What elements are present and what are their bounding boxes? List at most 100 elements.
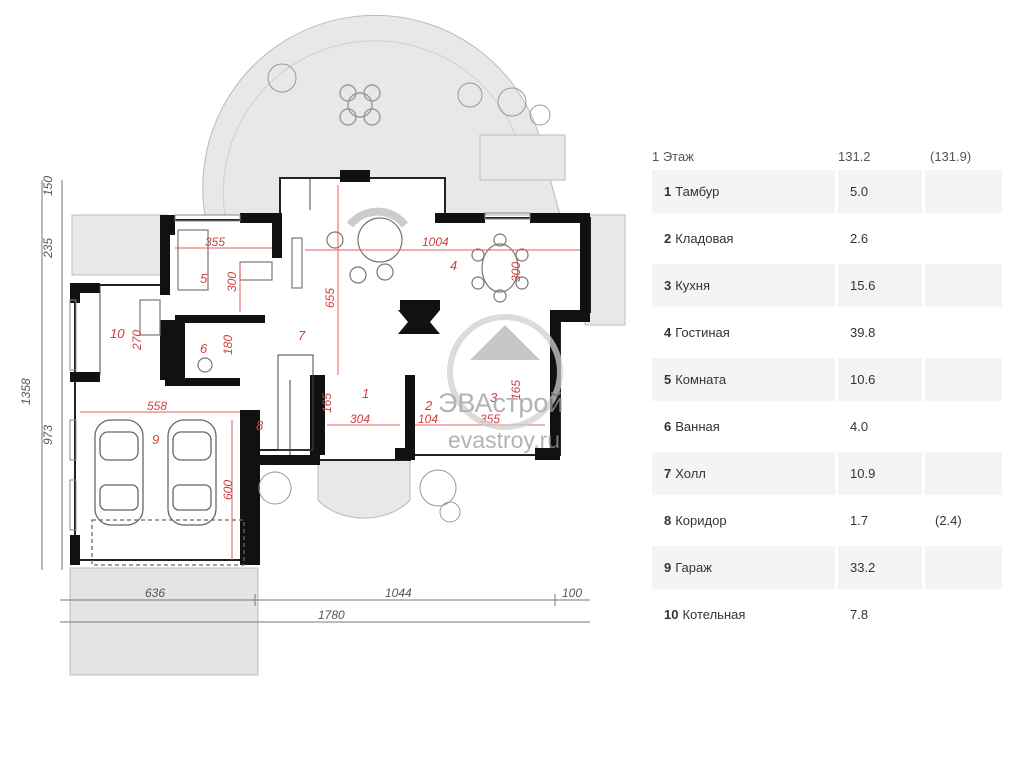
dim-hall-h: 655 (323, 288, 337, 308)
right-terrace (584, 214, 626, 326)
room-name: Котельная (682, 607, 746, 622)
dim-bottom-left: 636 (145, 586, 165, 600)
dim-pantry-w: 104 (418, 412, 438, 426)
terrace-step (479, 134, 566, 181)
dim-left-bottom: 973 (41, 425, 55, 445)
watermark-site: evastroy.ru (448, 427, 560, 453)
room-name: Гараж (675, 560, 712, 575)
dim-kitchen-w: 355 (205, 235, 225, 249)
room-name: Кладовая (675, 231, 734, 246)
floor-plan: 150 235 1358 973 636 1044 100 1780 355 3… (19, 14, 626, 676)
walls (70, 170, 590, 565)
room-area-alt: (2.4) (935, 513, 962, 528)
porch (317, 459, 411, 519)
room-number-1: 1 (362, 386, 369, 401)
room-name: Гостиная (675, 325, 730, 340)
room-num: 1 (664, 184, 672, 199)
room-num: 5 (664, 372, 672, 387)
room-area-alt (925, 170, 1002, 213)
dim-living-w: 1004 (422, 235, 449, 249)
room-number-5: 5 (200, 271, 208, 286)
room-area: 5.0 (838, 170, 922, 213)
room-num: 6 (664, 419, 672, 434)
floor-label: 1 Этаж (652, 149, 694, 164)
garage-cars (91, 419, 245, 566)
room-area-alt (925, 593, 1002, 636)
plants (258, 63, 551, 523)
dim-left-total: 1358 (19, 378, 33, 405)
room-name: Кухня (675, 278, 711, 293)
room-area: 1.7 (850, 513, 869, 528)
room-number-4: 4 (450, 258, 457, 273)
room-area: 10.9 (838, 452, 922, 495)
dim-living-h: 300 (509, 262, 523, 282)
room-area-alt (925, 311, 1002, 354)
fireplace (398, 310, 440, 334)
room-num: 9 (664, 560, 672, 575)
room-name: Ванная (675, 419, 720, 434)
room-number-10: 10 (110, 326, 125, 341)
room-area-alt (925, 358, 1002, 401)
room-area-alt (925, 264, 1002, 307)
left-terrace (71, 214, 168, 276)
total-area-alt: (131.9) (930, 149, 972, 164)
room-area: 15.6 (838, 264, 922, 307)
room-name: Тамбур (675, 184, 720, 199)
room-area-alt (925, 452, 1002, 495)
watermark: ЭВАстрой evastroy.ru (438, 314, 564, 453)
furniture (139, 207, 529, 373)
dim-room3-h: 165 (509, 380, 523, 400)
room-area-alt (925, 217, 1002, 260)
dim-garage-w: 558 (147, 399, 167, 413)
room-number-7: 7 (298, 328, 306, 343)
dim-garage-h: 600 (221, 480, 235, 500)
dim-boiler-h: 270 (130, 330, 144, 351)
room-num: 10 (664, 607, 679, 622)
room-number-8: 8 (256, 418, 264, 433)
dim-bath-h: 180 (221, 335, 235, 355)
dim-bottom-right: 100 (562, 586, 582, 600)
room-area: 7.8 (850, 607, 869, 622)
room-area: 2.6 (850, 231, 869, 246)
dim-left-mid: 235 (41, 238, 55, 259)
room-num: 3 (664, 278, 672, 293)
dimension-lines (41, 180, 590, 623)
room-area: 10.6 (838, 358, 922, 401)
dim-bottom-total: 1780 (318, 608, 345, 622)
room-area-alt (925, 546, 1002, 589)
room-area-alt (925, 405, 1002, 448)
room-name: Коридор (675, 513, 727, 528)
dim-tambur-w: 304 (350, 412, 370, 426)
room-num: 2 (664, 231, 672, 246)
room-name: Комната (675, 372, 727, 387)
dim-left-top: 150 (41, 176, 55, 196)
terrace-ornament (339, 84, 381, 126)
watermark-brand: ЭВАстрой (438, 388, 564, 418)
room-num: 8 (664, 513, 672, 528)
room-number-6: 6 (200, 341, 208, 356)
room-number-3: 3 (490, 390, 498, 405)
room-number-2: 2 (424, 398, 433, 413)
dim-bottom-mid: 1044 (385, 586, 412, 600)
room-num: 4 (664, 325, 672, 340)
room-area: 39.8 (850, 325, 876, 340)
room-num: 7 (664, 466, 672, 481)
room-number-9: 9 (152, 432, 159, 447)
room-name: Холл (675, 466, 706, 481)
dim-kitchen-h: 300 (225, 272, 239, 292)
room-area: 4.0 (850, 419, 869, 434)
table-header: 1 Этаж 131.2 (131.9) (652, 142, 1002, 170)
total-area: 131.2 (838, 149, 871, 164)
room-area: 33.2 (838, 546, 922, 589)
